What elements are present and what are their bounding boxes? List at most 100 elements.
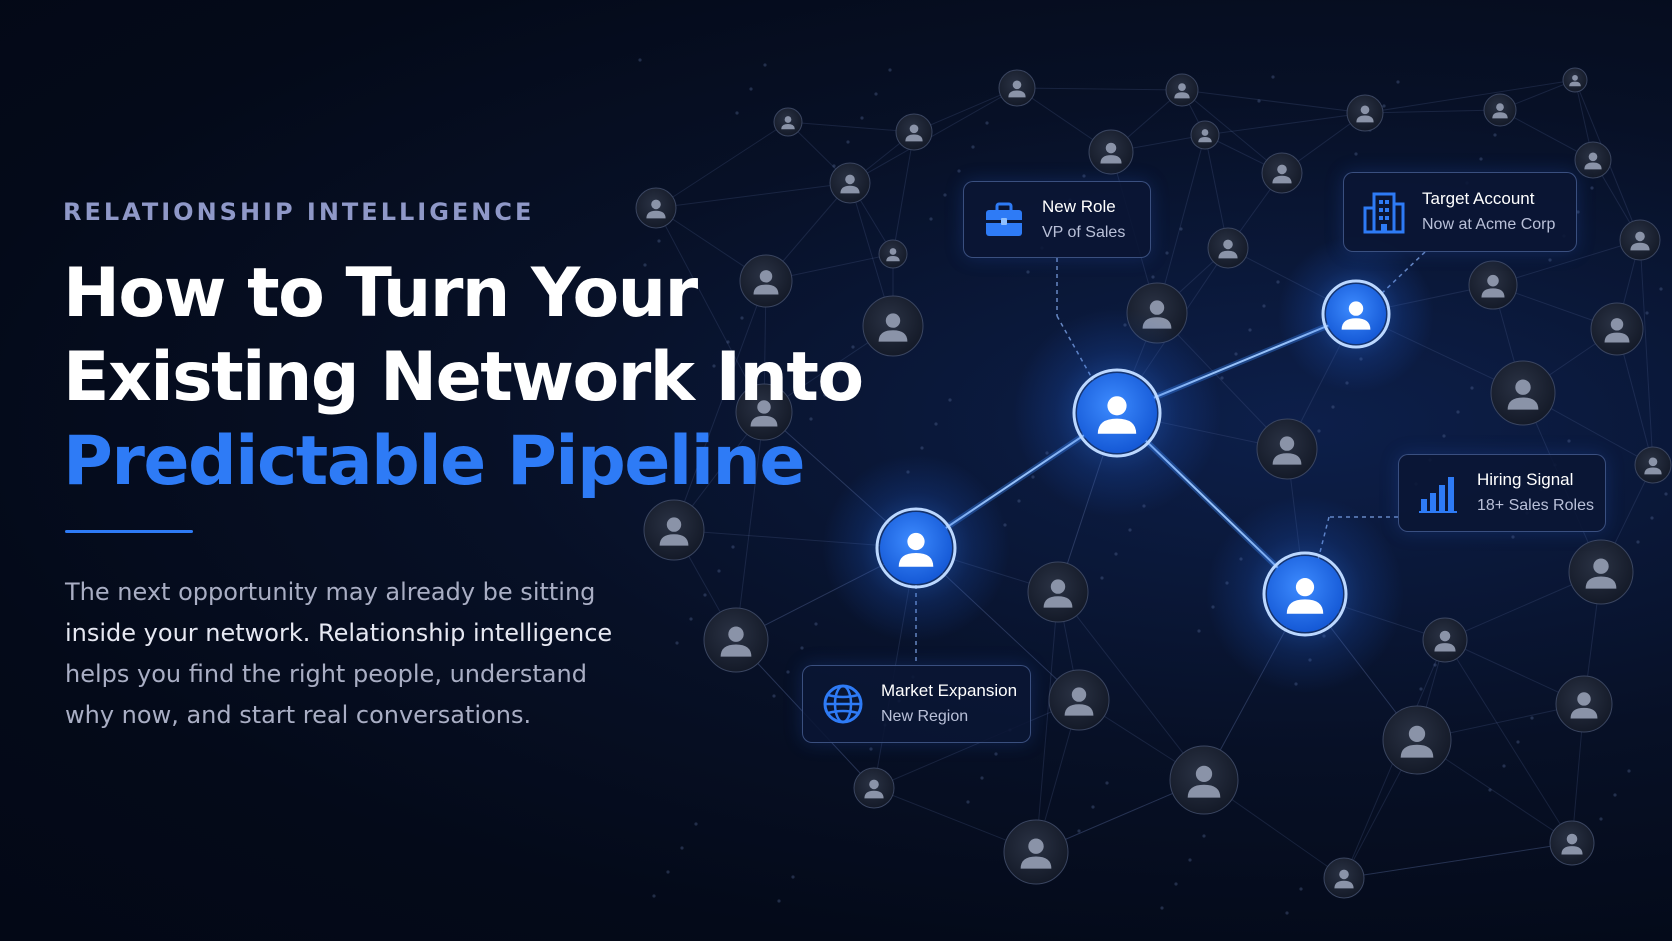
- person-node: [773, 107, 803, 137]
- person-head: [1339, 869, 1349, 880]
- person-node: [1574, 141, 1612, 179]
- person-body: [1043, 596, 1073, 608]
- hiring-signal-title: Hiring Signal: [1477, 470, 1574, 489]
- person-head: [757, 400, 771, 414]
- person-body: [840, 185, 860, 194]
- mesh-dot: [1262, 304, 1266, 308]
- body-line-4: why now, and start real conversations.: [65, 701, 532, 729]
- person-node: [1261, 152, 1303, 194]
- mesh-dot: [1419, 687, 1423, 691]
- network-edge: [913, 87, 1018, 133]
- mesh-dot: [832, 164, 836, 168]
- market-expansion-subtitle: New Region: [881, 708, 969, 725]
- person-node: [1562, 67, 1588, 93]
- market-expansion-card: Market Expansion New Region: [802, 665, 1031, 743]
- mesh-dot: [1165, 251, 1169, 255]
- network-edge: [735, 411, 765, 641]
- person-head: [1028, 838, 1044, 854]
- person-node: [998, 69, 1036, 107]
- new-role-subtitle: VP of Sales: [1042, 223, 1126, 241]
- mesh-dot: [934, 422, 938, 426]
- network-edge: [655, 207, 765, 413]
- body-line-3: helps you find the right people, underst…: [65, 660, 587, 688]
- network-edge: [1181, 89, 1366, 114]
- new-role-title: New Role: [1042, 196, 1116, 216]
- mesh-dot: [1234, 352, 1238, 356]
- person-node: [1165, 73, 1199, 107]
- person-head: [1149, 300, 1165, 315]
- person-head: [1071, 687, 1087, 702]
- mesh-dot: [643, 263, 647, 267]
- mesh-dot: [948, 398, 952, 402]
- mesh-dot: [1627, 769, 1631, 773]
- person-node: [1048, 669, 1110, 731]
- mesh-dot: [920, 446, 924, 450]
- mesh-dot: [971, 145, 975, 149]
- node-ring: [1072, 368, 1162, 458]
- globe-icon: [823, 684, 863, 724]
- person-body: [1341, 318, 1371, 330]
- mesh-dot: [1317, 429, 1321, 433]
- mesh-dot: [1636, 540, 1640, 544]
- mesh-dot: [966, 800, 970, 804]
- mesh-dot: [1488, 788, 1492, 792]
- highlighted-person-node: [822, 454, 1010, 642]
- person-head: [909, 124, 919, 134]
- mesh-dot: [1026, 270, 1030, 274]
- mesh-dot: [1331, 405, 1335, 409]
- market-expansion-title: Market Expansion: [881, 681, 1018, 700]
- person-node: [1549, 820, 1595, 866]
- person-head: [1223, 239, 1233, 250]
- mesh-dot: [1354, 152, 1358, 156]
- person-node: [1483, 93, 1517, 127]
- person-head: [1050, 579, 1066, 594]
- mesh-dot: [1100, 576, 1104, 580]
- mesh-dot: [860, 116, 864, 120]
- body-line-2: inside your network. Relationship intell…: [65, 619, 613, 647]
- mesh-dot: [1645, 311, 1649, 315]
- mesh-dot: [680, 846, 684, 850]
- person-head: [1566, 833, 1578, 845]
- mesh-dot: [1017, 499, 1021, 503]
- node-ring: [1262, 551, 1348, 637]
- mesh-dot: [1202, 834, 1206, 838]
- mesh-dot: [1442, 434, 1446, 438]
- node-ring: [875, 507, 957, 589]
- building-icon: [1363, 192, 1405, 234]
- mesh-dot: [749, 87, 753, 91]
- person-node: [1169, 745, 1239, 815]
- person-head: [1648, 457, 1658, 467]
- mesh-dot: [735, 111, 739, 115]
- mesh-dot: [1105, 781, 1109, 785]
- mesh-dot: [1082, 174, 1086, 178]
- mesh-dot: [657, 239, 661, 243]
- person-node: [1555, 675, 1613, 733]
- network-edge: [1444, 639, 1573, 844]
- title-line-1: How to Turn Your: [63, 254, 698, 333]
- mesh-dot: [814, 622, 818, 626]
- person-body: [659, 534, 689, 546]
- mesh-dot: [1590, 186, 1594, 190]
- target-account-subtitle: Now at Acme Corp: [1422, 216, 1556, 233]
- mesh-dot: [874, 92, 878, 96]
- mesh-dot: [791, 875, 795, 879]
- person-node: [1190, 120, 1220, 150]
- mesh-dot: [1382, 104, 1386, 108]
- mesh-dot: [869, 747, 873, 751]
- network-edge: [787, 121, 915, 133]
- person-head: [1107, 396, 1127, 416]
- mesh-dot: [929, 217, 933, 221]
- network-edge: [1204, 112, 1366, 136]
- mesh-dot: [763, 63, 767, 67]
- network-edge: [1343, 842, 1573, 879]
- person-body: [1174, 92, 1190, 99]
- network-edge: [1492, 239, 1641, 286]
- mesh-dot: [809, 417, 813, 421]
- person-head: [1515, 379, 1531, 395]
- person-body: [1481, 288, 1505, 298]
- mesh-dot: [638, 58, 642, 62]
- person-body: [1097, 418, 1137, 434]
- person-head: [1178, 83, 1186, 91]
- person-body: [1356, 115, 1374, 123]
